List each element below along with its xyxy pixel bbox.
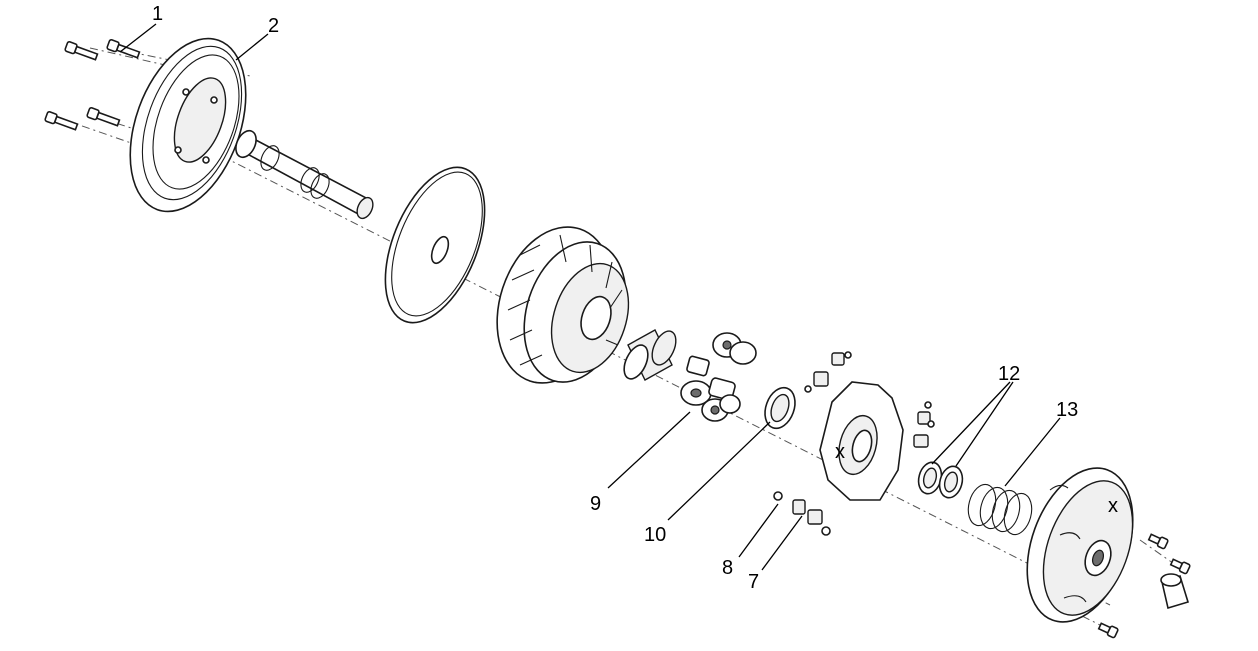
callout-7: 7 [748, 571, 759, 593]
ramp-plate: x [819, 381, 904, 501]
pulley-disc [129, 37, 247, 213]
bolt-1 [64, 41, 99, 61]
roller-weights [680, 332, 757, 422]
slider-clips [792, 351, 935, 525]
callout-13: 13 [1056, 399, 1078, 421]
bolt-4 [86, 107, 121, 127]
callout-12: 12 [998, 363, 1020, 385]
variator-housing [496, 226, 630, 384]
roller-2 [686, 355, 710, 377]
roller-3 [680, 380, 712, 406]
x-mark: x [835, 441, 845, 463]
callout-1: 1 [152, 3, 163, 25]
callout-labels: 1 2 9 10 8 7 12 13 [152, 3, 1078, 593]
end-bolts [1097, 533, 1191, 639]
washer [764, 386, 796, 430]
drive-face-disc [384, 166, 486, 324]
bolt-2 [106, 39, 141, 59]
leader-lines [119, 23, 1061, 571]
bolt-set-left [44, 39, 141, 131]
callout-2: 2 [268, 15, 279, 37]
end-cap [1160, 573, 1190, 610]
o-rings [917, 461, 964, 499]
small-nut [773, 491, 831, 536]
callout-9: 9 [590, 493, 601, 515]
x-mark-cover: x [1108, 495, 1118, 517]
callout-8: 8 [722, 557, 733, 579]
drive-shaft [235, 129, 374, 220]
bolt-3 [44, 111, 79, 131]
variator-cover: x [1026, 467, 1134, 623]
roller-1 [712, 332, 757, 365]
callout-10: 10 [644, 524, 666, 546]
bushing [623, 329, 677, 381]
roller-5 [701, 394, 741, 422]
spring [967, 483, 1033, 536]
